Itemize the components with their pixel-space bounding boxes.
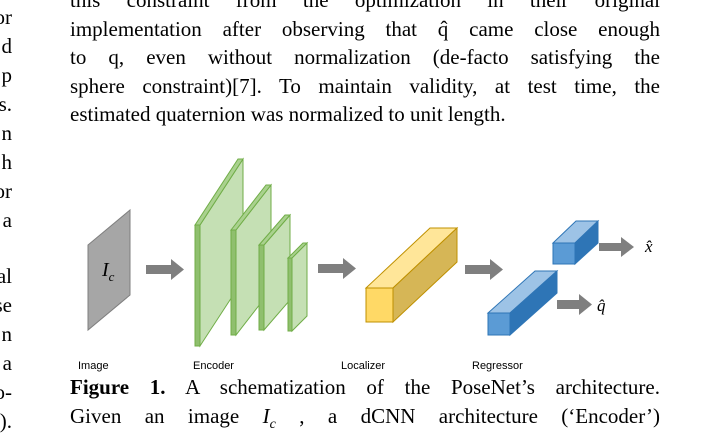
arrow-localizer-to-regressor <box>465 259 503 280</box>
regressor-position-block <box>553 221 598 264</box>
figure-caption: Figure 1. A schematization of the PoseNe… <box>70 373 660 439</box>
label-encoder: Encoder <box>193 360 234 372</box>
localizer-block <box>366 228 457 322</box>
caption-line-2: Given an image Ic , a dCNN architecture … <box>70 402 660 439</box>
regressor-orientation-block <box>488 271 557 335</box>
label-image: Image <box>78 360 109 372</box>
arrow-image-to-encoder <box>146 259 184 280</box>
caption-image-symbol: Ic <box>263 404 276 428</box>
caption-label: Figure 1. <box>70 375 166 399</box>
arrow-to-q-hat <box>557 294 592 315</box>
label-regressor: Regressor <box>472 360 523 372</box>
output-x-hat: x̂ <box>644 237 653 256</box>
caption-line-1: Figure 1. A schematization of the PoseNe… <box>70 373 660 402</box>
arrow-encoder-to-localizer <box>318 258 356 279</box>
output-q-hat: q̂ <box>597 296 606 315</box>
encoder-block <box>195 159 307 346</box>
label-localizer: Localizer <box>341 360 385 372</box>
arrow-to-x-hat <box>599 237 634 257</box>
